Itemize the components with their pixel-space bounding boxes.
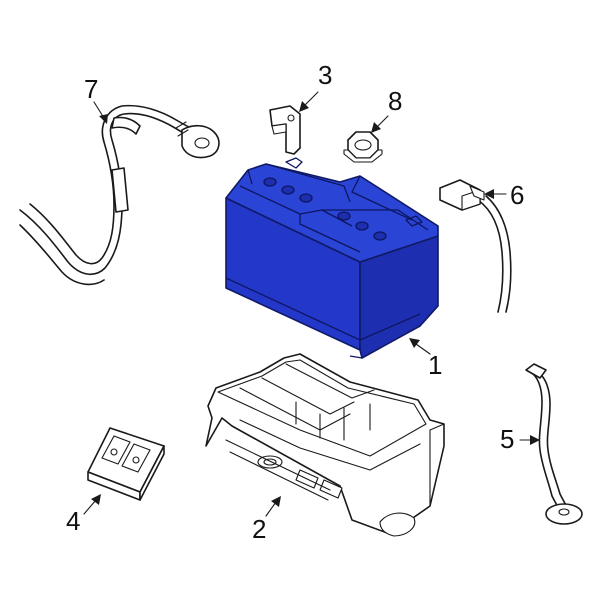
callout-1-label: 1 (428, 350, 442, 380)
battery-tray-part[interactable] (205, 353, 445, 537)
callout-2: 2 (252, 496, 281, 544)
callout-3-label: 3 (318, 60, 332, 90)
support-block-part[interactable] (87, 427, 165, 501)
callout-6-label: 6 (510, 180, 524, 210)
callout-7: 7 (84, 74, 108, 124)
callout-2-label: 2 (252, 514, 266, 544)
callout-4-label: 4 (66, 506, 80, 536)
callout-5: 5 (500, 424, 540, 454)
hold-down-bracket-part[interactable] (269, 105, 301, 155)
callout-8: 8 (371, 86, 402, 133)
nut-part[interactable] (343, 131, 383, 163)
callout-1: 1 (409, 338, 442, 380)
callout-8-label: 8 (388, 86, 402, 116)
positive-cable-part[interactable] (19, 104, 220, 286)
negative-cable-terminal-part[interactable] (439, 179, 512, 313)
vent-tube-part[interactable] (525, 363, 583, 525)
battery-part[interactable] (225, 157, 439, 359)
callout-5-label: 5 (500, 424, 514, 454)
callout-7-label: 7 (84, 74, 98, 104)
callout-6: 6 (484, 180, 524, 210)
callout-3: 3 (299, 60, 332, 112)
callout-4: 4 (66, 494, 101, 536)
